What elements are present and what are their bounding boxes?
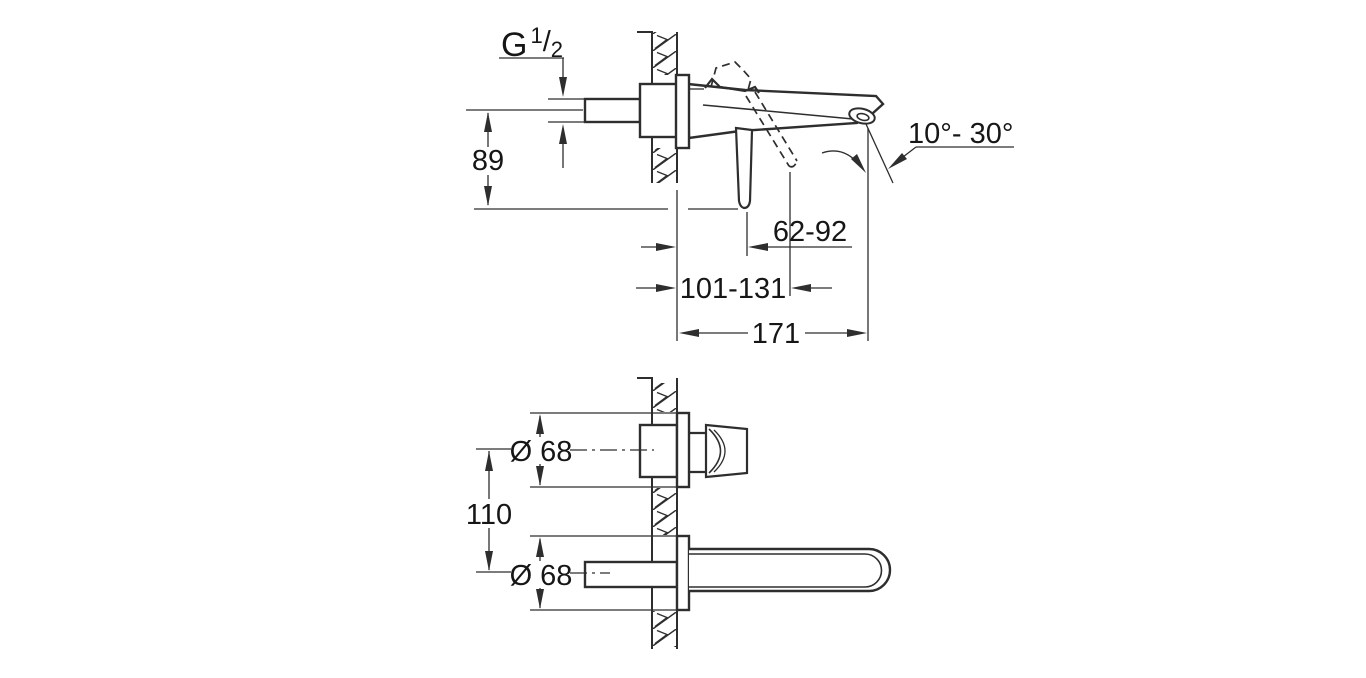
arrow-68bot-up [536,537,544,557]
thread-arrow-up [559,124,567,144]
angle-callout: 10°- 30° [888,118,1014,169]
handle-plan [689,423,749,479]
spout-tube-outer [689,547,892,593]
dim-text-101-131: 101-131 [680,273,786,305]
arrow-68top-up [536,414,544,434]
arrow-89-bottom [484,186,492,206]
dim-center-distance-110: 110 [466,448,512,573]
handle-escutcheon-plan [675,411,691,489]
plan-view: Ø 68 110 Ø 68 [466,377,892,649]
spout-tube-inner [689,553,883,588]
angle-leader-arrowhead [888,153,907,169]
dim-text-171: 171 [752,318,800,350]
arrow-101-131-right [791,284,811,292]
arrow-62-92-right [748,243,768,251]
handle-knob-dome-arc-1 [708,428,722,474]
wall-hatch-plan-middle [652,488,677,535]
lever-open-tip [788,160,798,168]
lever-open-edge-2 [754,91,798,162]
dim-text-62-92: 62-92 [773,216,847,248]
thread-label-numerator: 1 [530,23,542,48]
handle-base-profile [704,77,760,94]
dim-text-68-bottom: Ø 68 [510,560,573,592]
wall-hatch-lower [652,148,677,183]
dim-text-angle: 10°- 30° [908,118,1013,150]
lever-open-head [710,61,752,91]
lever-handle-closed [734,126,754,210]
thread-label-denominator: 2 [551,37,563,62]
thread-label-slash: / [543,26,552,58]
arrow-110-up [485,451,493,471]
angle-range-line [865,123,894,184]
inlet-pipe [583,97,642,124]
lever-open-edge-1 [745,95,790,167]
wall-section-plan [637,377,678,649]
arrow-89-top [484,112,492,132]
dim-handle-escutcheon-68: Ø 68 [510,412,676,488]
dim-text-110: 110 [466,499,512,531]
arrow-171-left [679,329,699,337]
wall-hatch-plan-lower [652,611,677,647]
concealed-body [638,82,679,139]
spout-crease-line [702,104,854,120]
arrow-62-92-left [656,243,676,251]
arrow-68top-down [536,466,544,486]
dim-projection-171: 171 [679,318,867,350]
arrow-110-down [485,551,493,571]
angle-leader-line [902,146,917,158]
wall-hatch-plan-upper [652,383,677,412]
arrow-68bot-down [536,589,544,609]
dim-lever-closed-62-92: 62-92 [641,216,852,251]
dim-height-89: 89 [472,112,738,210]
lever-handle-open-dashed [710,61,798,168]
dim-lever-open-101-131: 101-131 [636,273,832,305]
handle-knob-dome-arc-2 [713,429,726,473]
spout-escutcheon-plan [675,534,691,612]
dim-text-68-top: Ø 68 [510,436,573,468]
concealed-valve-body-plan [638,423,679,479]
arrow-171-right [847,329,867,337]
spout-supply-pipe-plan [583,560,679,589]
dim-spout-escutcheon-68: Ø 68 [510,535,676,611]
thread-arrow-down [559,77,567,97]
arrow-101-131-left [656,284,676,292]
swivel-arc-arrowhead [851,154,866,173]
escutcheon-side [674,73,691,150]
dim-text-89: 89 [472,145,504,177]
aerator-inner [856,112,870,122]
wall-hatch-upper [652,32,677,75]
spout-plan [689,547,892,593]
